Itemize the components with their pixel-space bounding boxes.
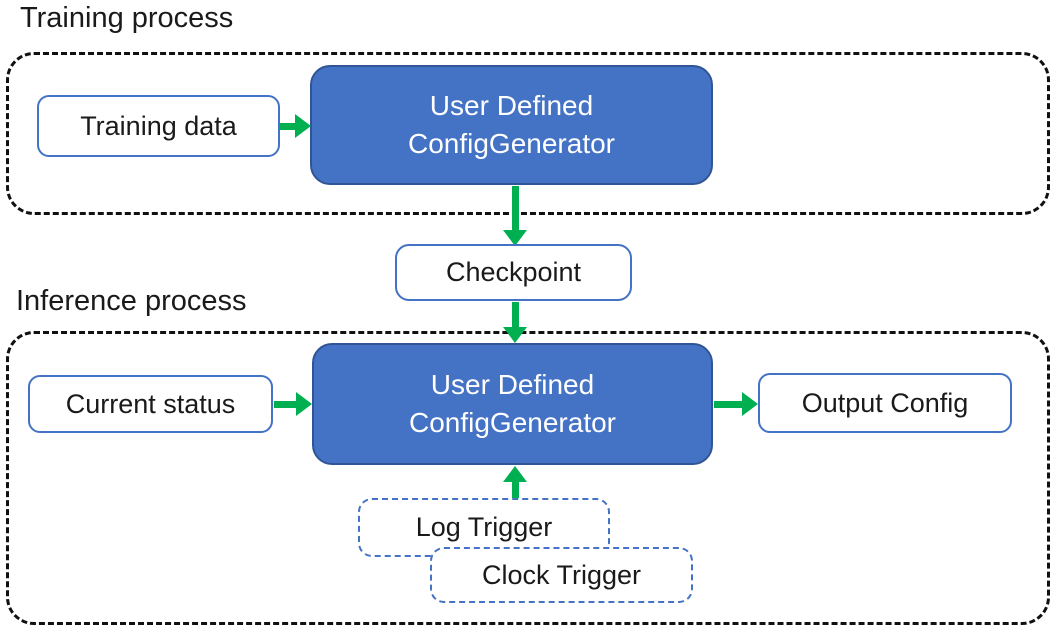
arrow-training-data-to-generator [279, 114, 311, 138]
arrow-checkpoint-to-inference-generator [503, 302, 527, 343]
checkpoint-label: Checkpoint [445, 257, 582, 287]
arrow-head-icon [503, 466, 527, 482]
training-process-container [6, 52, 1050, 215]
clock-trigger-label: Clock Trigger [481, 559, 642, 590]
current-status-box: Current status [28, 375, 273, 433]
arrow-shaft [274, 400, 296, 408]
arrow-head-icon [503, 230, 527, 246]
inference-config-generator-label-line2: ConfigGenerator [408, 407, 616, 438]
arrow-generator-to-output-config [714, 392, 758, 416]
clock-trigger-box: Clock Trigger [430, 547, 693, 603]
inference-config-generator-label-line1: User Defined [430, 369, 595, 401]
arrow-shaft [511, 302, 519, 327]
training-config-generator-label-line1: User Defined [429, 90, 594, 122]
inference-config-generator-box: User Defined ConfigGenerator [312, 343, 713, 465]
arrow-shaft [511, 482, 519, 498]
arrow-current-status-to-generator [274, 392, 312, 416]
arrow-head-icon [295, 114, 311, 138]
arrow-generator-to-checkpoint [503, 186, 527, 246]
arrow-shaft [279, 122, 295, 130]
arrow-shaft [714, 400, 742, 408]
training-data-box: Training data [37, 95, 280, 157]
current-status-label: Current status [65, 388, 236, 419]
arrow-head-icon [503, 327, 527, 343]
arrow-head-icon [296, 392, 312, 416]
arrow-shaft [511, 186, 519, 230]
output-config-label: Output Config [801, 387, 969, 418]
log-trigger-label: Log Trigger [415, 512, 553, 542]
output-config-box: Output Config [758, 373, 1012, 433]
training-data-label: Training data [80, 110, 237, 141]
training-process-title: Training process [20, 2, 234, 34]
checkpoint-box: Checkpoint [395, 244, 632, 301]
arrow-head-icon [742, 392, 758, 416]
inference-process-title: Inference process [16, 285, 247, 317]
inference-process-container [6, 331, 1050, 625]
training-config-generator-label-line2: ConfigGenerator [407, 128, 615, 159]
training-config-generator-box: User Defined ConfigGenerator [310, 65, 713, 185]
arrow-triggers-to-generator [503, 466, 527, 498]
